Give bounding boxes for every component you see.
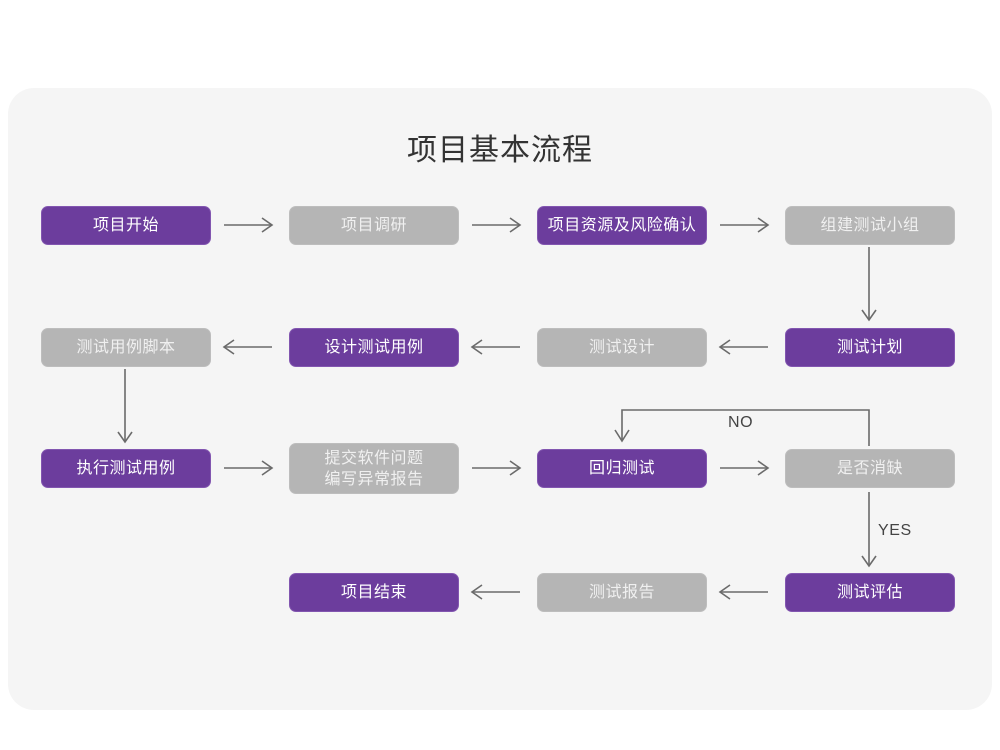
node-test-plan[interactable]: 测试计划 [785, 328, 955, 367]
page-title: 项目基本流程 [407, 134, 593, 167]
node-design-test-case[interactable]: 设计测试用例 [289, 328, 459, 367]
node-test-report[interactable]: 测试报告 [537, 573, 707, 612]
node-defect-cleared[interactable]: 是否消缺 [785, 449, 955, 488]
node-project-research[interactable]: 项目调研 [289, 206, 459, 245]
node-project-start[interactable]: 项目开始 [41, 206, 211, 245]
node-test-design[interactable]: 测试设计 [537, 328, 707, 367]
edge-label-yes: YES [878, 522, 912, 539]
edge-label-no: NO [728, 414, 754, 431]
node-build-test-team[interactable]: 组建测试小组 [785, 206, 955, 245]
node-regression-test[interactable]: 回归测试 [537, 449, 707, 488]
node-test-case-script[interactable]: 测试用例脚本 [41, 328, 211, 367]
node-project-end[interactable]: 项目结束 [289, 573, 459, 612]
node-execute-test-case[interactable]: 执行测试用例 [41, 449, 211, 488]
flowchart-card [8, 88, 992, 710]
node-resource-risk-confirm[interactable]: 项目资源及风险确认 [537, 206, 707, 245]
node-submit-issue-report[interactable]: 提交软件问题 编写异常报告 [289, 443, 459, 494]
node-test-evaluation[interactable]: 测试评估 [785, 573, 955, 612]
